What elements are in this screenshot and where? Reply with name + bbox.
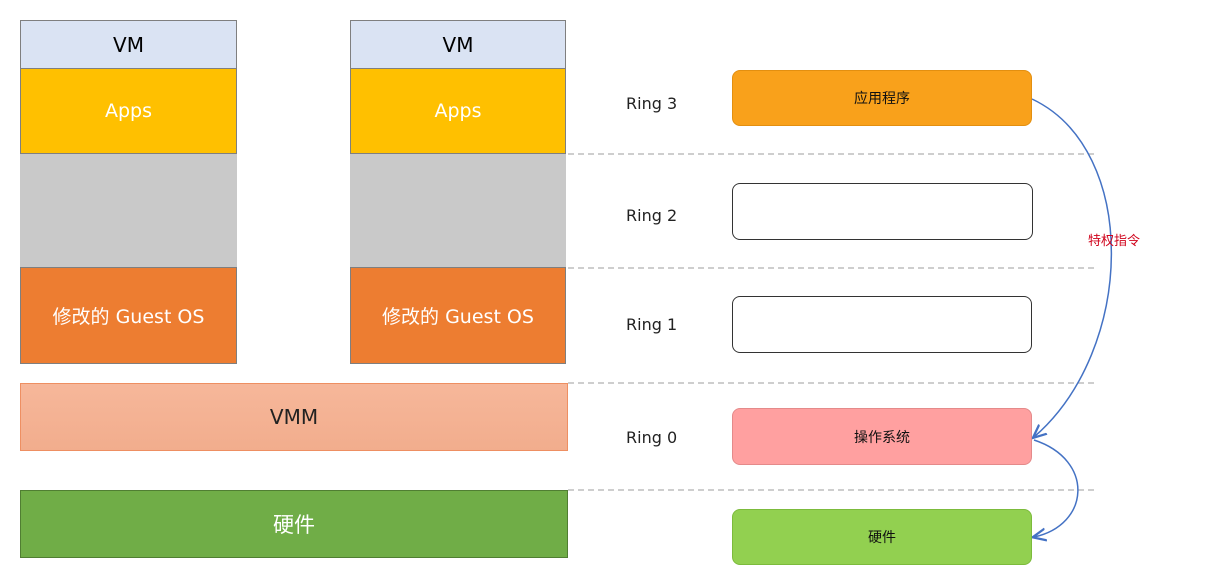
- ring3-label: Ring 3: [626, 94, 678, 113]
- ring2-label: Ring 2: [626, 206, 678, 225]
- vm2-guest-os: 修改的 Guest OS: [350, 267, 566, 364]
- hardware-box-right: 硬件: [732, 509, 1032, 565]
- vmm-layer: VMM: [20, 383, 568, 451]
- vm2-empty-layer: [350, 154, 566, 267]
- hardware-layer-left: 硬件: [20, 490, 568, 558]
- vm2-header: VM: [350, 20, 566, 69]
- privileged-instruction-arrow: [1032, 98, 1113, 437]
- ring0-label: Ring 0: [626, 428, 678, 447]
- ring3-app-box: 应用程序: [732, 70, 1032, 126]
- ring1-empty-box: [732, 296, 1032, 353]
- ring0-os-box: 操作系统: [732, 408, 1032, 465]
- vm1-apps: Apps: [20, 68, 237, 154]
- privileged-instruction-label: 特权指令: [1088, 234, 1141, 249]
- vm1-empty-layer: [20, 154, 237, 267]
- vm1-header: VM: [20, 20, 237, 69]
- os-to-hardware-arrow: [1034, 439, 1079, 537]
- vm1-guest-os: 修改的 Guest OS: [20, 267, 237, 364]
- ring1-label: Ring 1: [626, 315, 678, 334]
- ring2-empty-box: [732, 183, 1033, 240]
- vm2-apps: Apps: [350, 68, 566, 154]
